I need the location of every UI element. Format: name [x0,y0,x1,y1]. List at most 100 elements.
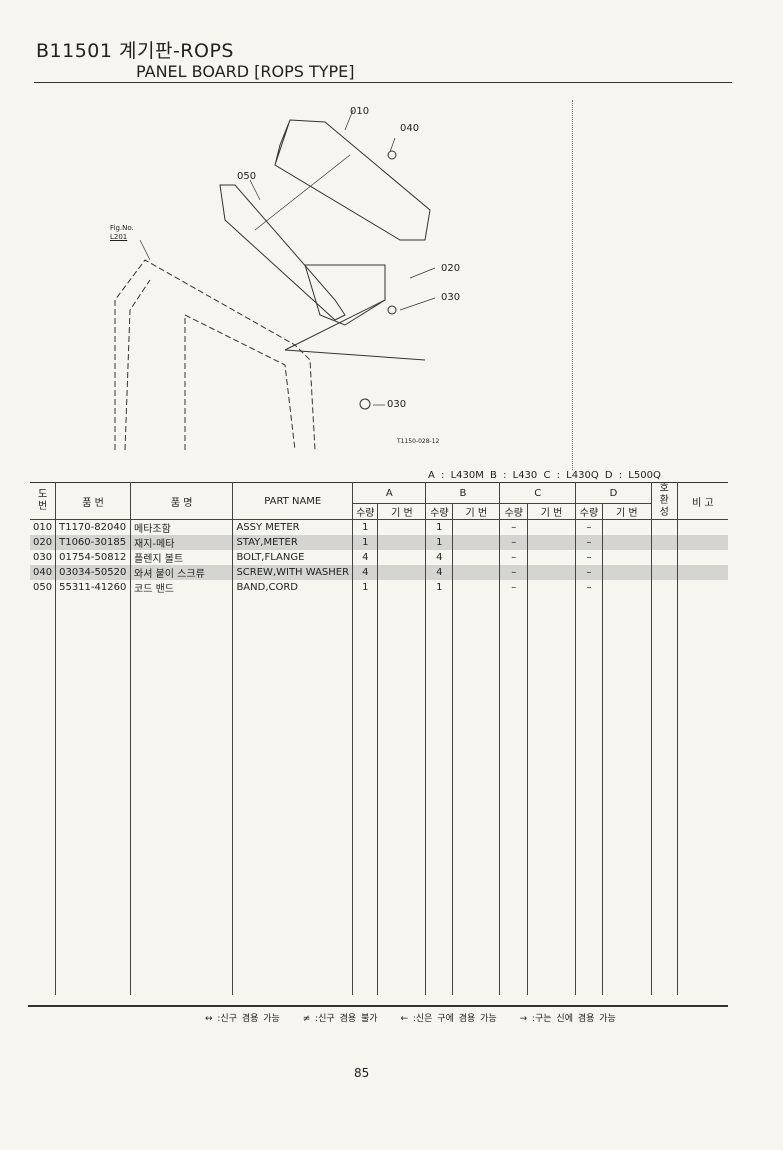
cell-qty-a: 4 [352,550,378,565]
empty-cell [499,595,528,995]
legend-item: → :구는 신에 겸용 가능 [519,1014,616,1024]
callout-010: 010 [350,106,370,117]
model-legend: A : L430M B : L430 C : L430Q D : L500Q [428,470,661,481]
cell-name-kr: 와셔 붙이 스크류 [130,565,233,580]
cell-serial-d [601,550,652,565]
cell-serial-a [377,550,426,565]
cell-part-name: BOLT,FLANGE [232,550,353,565]
cabin-frame-outline [114,259,316,451]
cell-compat [650,550,678,565]
col-part-no: 품 번 [55,482,131,520]
col-group-a: A [352,482,426,504]
cell-remarks [676,565,728,580]
parts-table: 도 번 품 번 품 명 PART NAME A B C D 호 환 성 비 고 … [30,482,728,995]
empty-cell [527,595,576,995]
col-b-serial: 기 번 [452,503,500,520]
cell-part-no: 01754-50812 [55,550,131,565]
cell-qty-c: – [499,565,528,580]
table-bottom-rule [28,1005,728,1007]
meter-housing-outline [274,119,431,241]
cell-part-name: STAY,METER [232,535,353,550]
cell-qty-d: – [575,580,603,595]
cell-compat [650,519,678,535]
col-part-name: PART NAME [232,482,353,520]
cell-ref-no: 050 [33,582,53,593]
cell-ref-no: 010 [33,522,53,533]
cell-part-name: SCREW,WITH WASHER [232,565,353,580]
cell-remarks [676,580,728,595]
col-a-qty: 수량 [352,503,378,520]
section-subtitle: PANEL BOARD [ROPS TYPE] [136,62,355,81]
cell-part-name: BAND,CORD [232,580,353,595]
empty-cell [30,595,56,995]
cell-qty-b: 1 [425,535,453,550]
cell-qty-b: 4 [425,565,453,580]
callout-020: 020 [441,263,461,274]
empty-cell [55,595,131,995]
cell-part-name: ASSY METER [232,519,353,535]
cell-qty-a: 1 [352,535,378,550]
empty-cell [352,595,378,995]
cell-qty-b: 1 [425,580,453,595]
cell-serial-b [452,550,500,565]
col-d-qty: 수량 [575,503,603,520]
section-title: B11501 계기판-ROPS [36,40,234,62]
cell-remarks [676,550,728,565]
cell-part-no: 55311-41260 [55,580,131,595]
fig-label: Fig.No. [110,224,134,232]
cell-qty-c: – [499,535,528,550]
cell-qty-a: 1 [352,519,378,535]
col-b-qty: 수량 [425,503,453,520]
empty-cell [575,595,603,995]
col-group-b: B [425,482,500,504]
compatibility-legend: ↔ :신구 겸용 가능 ≠ :신구 겸용 불가 ← :신은 구에 겸용 가능 →… [205,1011,634,1024]
col-group-c: C [499,482,576,504]
cell-compat [650,580,678,595]
cell-serial-d [601,519,652,535]
cell-serial-a [377,535,426,550]
cell-serial-a [377,565,426,580]
cell-name-kr: 코드 밴드 [130,580,233,595]
empty-cell [650,595,678,995]
cell-serial-c [527,535,576,550]
legend-item: ← :신은 구에 겸용 가능 [400,1014,497,1024]
cell-qty-d: – [575,550,603,565]
dotted-divider [572,100,573,470]
cell-qty-b: 1 [425,519,453,535]
empty-cell [232,595,353,995]
cell-qty-a: 4 [352,565,378,580]
cell-ref-no: 020 [30,535,56,550]
table-filler-row [30,595,728,995]
empty-cell [425,595,453,995]
cell-part-no: T1170-82040 [55,519,131,535]
cell-qty-d: – [575,535,603,550]
cell-serial-b [452,519,500,535]
col-group-d: D [575,482,652,504]
cell-serial-c [527,519,576,535]
col-c-qty: 수량 [499,503,528,520]
cell-qty-c: – [499,550,528,565]
callout-030-lower: 030 [387,399,407,410]
cell-name-kr: 플렌지 볼트 [130,550,233,565]
empty-cell [676,595,728,995]
drawing-number: T1150-028-12 [397,438,440,445]
empty-cell [601,595,652,995]
cell-qty-b: 4 [425,550,453,565]
cell-qty-a: 1 [352,580,378,595]
title-rule [34,82,732,83]
page-number: 85 [354,1066,370,1080]
cell-compat [650,565,678,580]
cell-name-kr: 재지-메타 [130,535,233,550]
cell-qty-c: – [499,580,528,595]
col-d-serial: 기 번 [601,503,652,520]
cell-serial-c [527,565,576,580]
cell-name-kr: 메타조함 [130,519,233,535]
cell-part-no: T1060-30185 [55,535,131,550]
col-compat: 호 환 성 [650,482,678,520]
callout-050: 050 [237,171,257,182]
